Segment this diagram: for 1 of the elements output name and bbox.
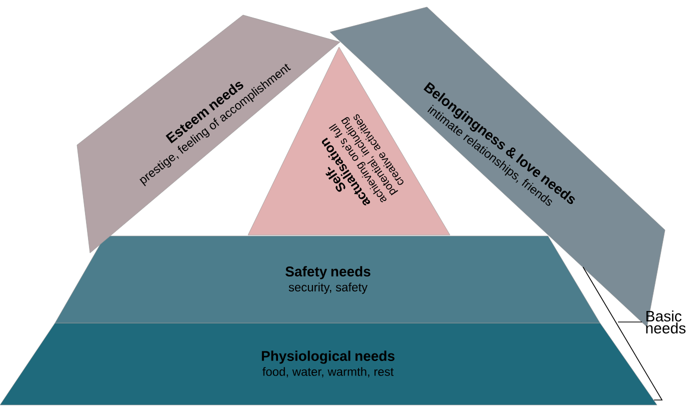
- pyramid-layer: Safety needs security, safety: [54, 236, 600, 324]
